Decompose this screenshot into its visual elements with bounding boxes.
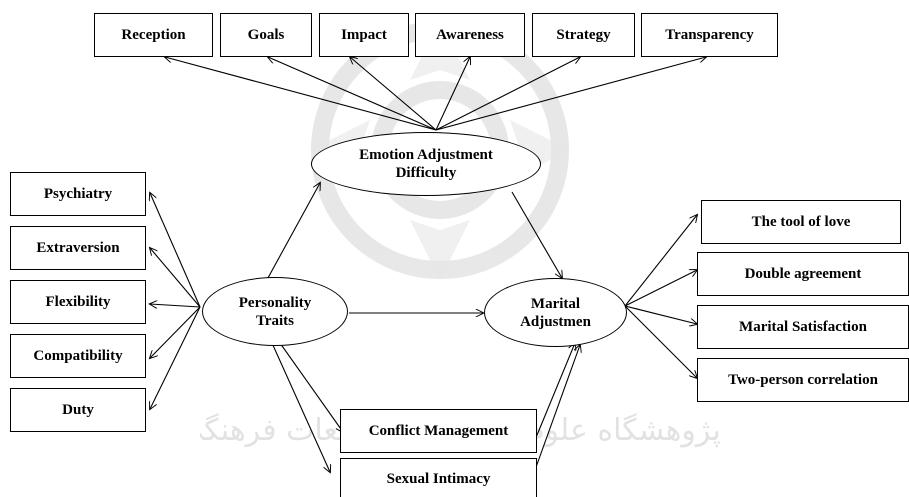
arrow-personality-duty bbox=[150, 306, 201, 409]
indicator-flexibility: Flexibility bbox=[10, 280, 146, 324]
indicator-label: Strategy bbox=[556, 26, 611, 43]
arrow-personality-emotion bbox=[262, 183, 320, 288]
indicator-marital-satisfaction: Marital Satisfaction bbox=[697, 305, 909, 349]
indicator-tool-of-love: The tool of love bbox=[701, 200, 901, 244]
indicator-label: Flexibility bbox=[45, 293, 111, 310]
indicator-label: Transparency bbox=[665, 26, 754, 43]
arrow-emotion-awareness bbox=[435, 57, 470, 131]
arrow-emotion-marital bbox=[511, 191, 562, 278]
arrow-sexual-marital bbox=[534, 345, 580, 471]
construct-label-line2: Adjustmen bbox=[520, 313, 591, 330]
indicator-goals: Goals bbox=[220, 13, 312, 57]
arrow-emotion-transparency bbox=[435, 57, 706, 131]
indicator-double-agreement: Double agreement bbox=[697, 252, 909, 296]
construct-personality-traits: Personality Traits bbox=[202, 277, 348, 346]
arrow-marital-two-person bbox=[624, 305, 697, 378]
indicator-duty: Duty bbox=[10, 388, 146, 432]
arrow-personality-extraversion bbox=[150, 248, 201, 308]
arrow-personality-conflict bbox=[279, 342, 343, 432]
indicator-label: Double agreement bbox=[744, 265, 862, 282]
arrow-marital-tool-of-love bbox=[624, 215, 697, 307]
indicator-psychiatry: Psychiatry bbox=[10, 172, 146, 216]
indicator-extraversion: Extraversion bbox=[10, 226, 146, 270]
indicator-label: Two-person correlation bbox=[728, 371, 878, 388]
arrow-personality-sexual bbox=[271, 342, 330, 472]
indicator-label: Goals bbox=[247, 26, 285, 43]
indicator-compatibility: Compatibility bbox=[10, 334, 146, 378]
indicator-impact: Impact bbox=[319, 13, 409, 57]
indicator-label: The tool of love bbox=[751, 213, 851, 230]
indicator-label: Awareness bbox=[436, 26, 504, 43]
arrow-emotion-goals bbox=[268, 57, 437, 131]
indicator-two-person-correlation: Two-person correlation bbox=[697, 358, 909, 402]
construct-conflict-management: Conflict Management bbox=[340, 409, 537, 453]
construct-marital-adjustment: Marital Adjustmen bbox=[484, 278, 627, 347]
construct-label-line2: Difficulty bbox=[395, 165, 457, 181]
indicator-reception: Reception bbox=[94, 13, 213, 57]
indicator-label: Impact bbox=[341, 26, 387, 43]
construct-label-line1: Personality bbox=[238, 294, 312, 311]
indicator-label: Reception bbox=[121, 26, 186, 43]
construct-emotion-adjustment-difficulty: Emotion Adjustment Difficulty bbox=[311, 132, 541, 196]
construct-label-line1: Emotion Adjustment bbox=[359, 147, 493, 163]
arrow-marital-double-agreement bbox=[624, 270, 697, 307]
indicator-transparency: Transparency bbox=[641, 13, 778, 57]
indicator-label: Compatibility bbox=[33, 347, 123, 364]
indicator-label: Duty bbox=[62, 401, 94, 418]
construct-label-line2: Traits bbox=[255, 312, 295, 329]
indicator-label: Extraversion bbox=[36, 239, 120, 256]
construct-label-line1: Marital bbox=[530, 295, 581, 312]
arrow-conflict-marital bbox=[534, 343, 575, 441]
construct-sexual-intimacy: Sexual Intimacy bbox=[340, 458, 537, 497]
arrow-emotion-impact bbox=[350, 57, 437, 131]
arrow-personality-flexibility bbox=[150, 304, 201, 307]
arrow-marital-satisfaction bbox=[624, 305, 697, 324]
indicator-label: Psychiatry bbox=[43, 185, 113, 202]
arrow-personality-compatibility bbox=[150, 306, 201, 358]
indicator-awareness: Awareness bbox=[415, 13, 525, 57]
arrow-personality-psychiatry bbox=[150, 193, 201, 308]
indicator-label: Marital Satisfaction bbox=[739, 318, 867, 335]
construct-label: Conflict Management bbox=[368, 422, 509, 439]
indicator-strategy: Strategy bbox=[532, 13, 635, 57]
construct-label: Sexual Intimacy bbox=[386, 470, 491, 487]
arrow-emotion-reception bbox=[165, 57, 437, 131]
arrow-emotion-strategy bbox=[435, 57, 580, 131]
